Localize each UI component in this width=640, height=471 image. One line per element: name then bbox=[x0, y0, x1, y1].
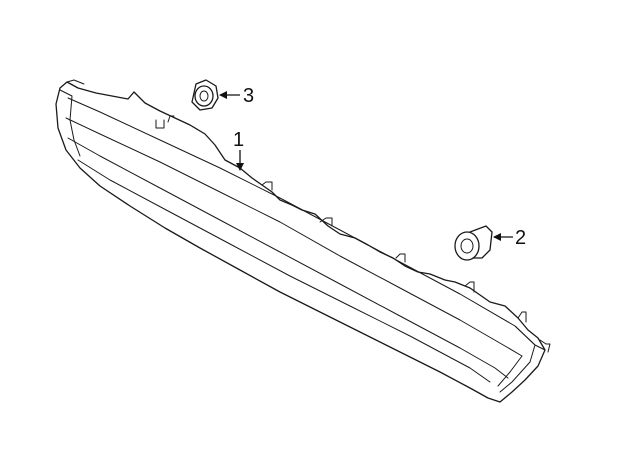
grille-panel-icon bbox=[55, 79, 551, 403]
callout-2-label: 2 bbox=[515, 227, 526, 249]
callout-2: 2 bbox=[493, 227, 526, 249]
callout-1-label: 1 bbox=[233, 129, 244, 151]
nut-icon bbox=[191, 79, 219, 111]
callout-1: 1 bbox=[233, 129, 244, 171]
push-pin-clip-icon bbox=[454, 225, 493, 261]
callout-3-label: 3 bbox=[243, 85, 254, 107]
callout-3: 3 bbox=[219, 85, 254, 107]
